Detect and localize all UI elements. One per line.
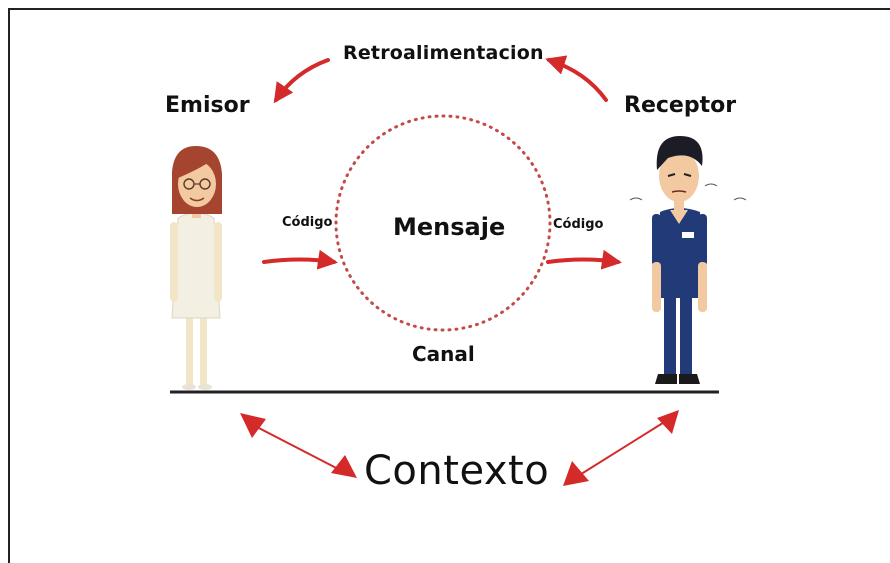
noise-marks — [629, 183, 747, 201]
code-label-left: Código — [282, 215, 333, 230]
message-label: Mensaje — [393, 213, 506, 241]
image-frame — [8, 8, 890, 563]
female-nurse-figure — [170, 146, 222, 390]
code-arrow-left — [262, 249, 338, 270]
male-doctor-figure — [629, 136, 747, 384]
receiver-label: Receptor — [624, 93, 737, 118]
channel-label: Canal — [412, 342, 475, 366]
code-label-right: Código — [553, 217, 604, 232]
sender-label: Emisor — [165, 93, 250, 118]
feedback-arrow-left — [273, 58, 330, 104]
context-arrow-left — [240, 413, 357, 478]
feedback-arrow-right — [545, 55, 608, 102]
feedback-label: Retroalimentacion — [343, 42, 544, 64]
code-arrow-right — [546, 249, 622, 270]
message-circle — [334, 114, 552, 332]
context-label: Contexto — [364, 448, 550, 494]
context-arrow-right — [563, 410, 679, 486]
